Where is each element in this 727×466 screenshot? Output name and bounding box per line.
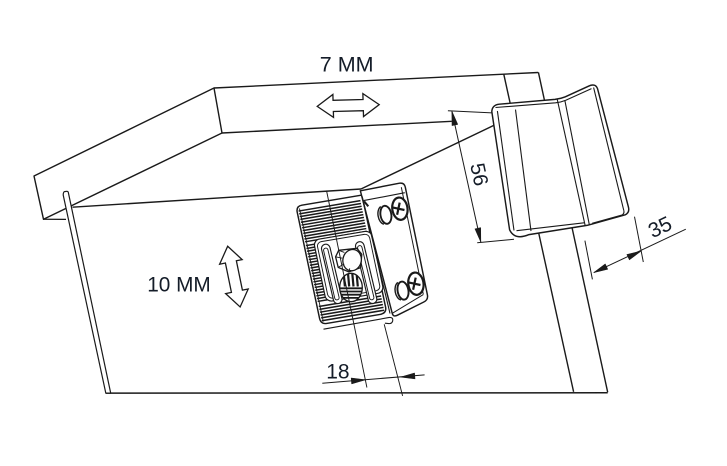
svg-text:7 MM: 7 MM [320,52,374,76]
svg-text:18: 18 [326,360,349,383]
svg-text:10 MM: 10 MM [147,274,211,297]
svg-text:56: 56 [465,161,492,188]
